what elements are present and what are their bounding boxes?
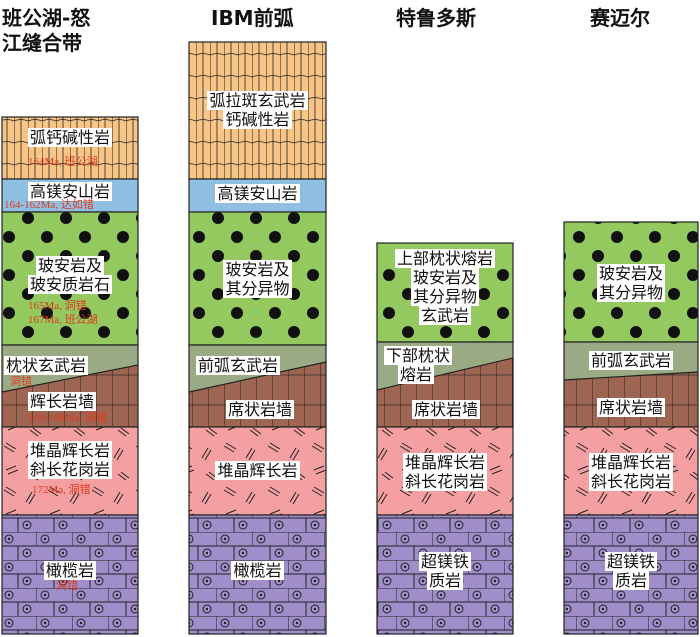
label-boninite: 玻安岩及 其分异物 [564,264,698,302]
label-gabbro: 堆晶辉长岩 斜长花岗岩 [2,441,138,479]
label-dike: 席状岩墙 [226,400,295,419]
label-text: 高镁安山岩 [27,182,112,201]
title-line: IBM前弧 [211,6,294,30]
title-line: 赛迈尔 [590,6,650,30]
label-text: 席状岩墙 [596,398,665,417]
label-text: 席状岩墙 [226,400,295,419]
label-text: 玻安岩及 [596,264,665,283]
label-basalt: 枕状玄武岩 [4,356,89,375]
age-boninite-2: 167Ma, 班公湖 [28,314,98,326]
label-calc-alkaline: 弧拉斑玄武岩 钙碱性岩 [189,91,326,129]
age-gabbro: 172Ma, 洞错 [32,484,91,496]
label-dike: 席状岩墙 [564,398,698,417]
label-text: 熔岩 [398,365,435,384]
age-dike: 169-168Ma, 洞错 [28,412,107,424]
label-text: 玻安质岩石 [27,275,112,294]
label-text: 其分异物 [223,279,292,298]
age-boninite-1: 165Ma, 洞错 [28,300,87,312]
label-text: 堆晶辉长岩 [27,441,112,460]
label-text: 斜长花岗岩 [27,460,112,479]
label-text: 超镁铁 [604,552,657,571]
label-text: 辉长岩墙 [28,392,97,411]
age-calc-alkaline: 164Ma, 班公湖 [28,156,98,168]
contact-line [563,371,699,381]
label-boninite: 玻安岩及 玻安质岩石 [2,256,138,294]
label-text: 玻安岩及 [35,256,104,275]
title-line: 江缝合带 [2,31,82,55]
label-text: 上部枕状熔岩 [394,249,495,268]
label-text: 前弧玄武岩 [196,356,281,375]
column-ibm [188,41,327,635]
label-basalt: 前弧玄武岩 [564,351,698,370]
label-text: 斜长花岗岩 [588,472,673,491]
column-title-troodos: 特鲁多斯 [396,6,476,31]
label-high-mg-andesite: 高镁安山岩 [2,182,138,201]
label-text: 超镁铁 [418,552,471,571]
label-ultramafic: 橄榄岩 [189,561,326,580]
label-text: 席状岩墙 [412,400,481,419]
label-text: 弧拉斑玄武岩 [207,91,308,110]
label-text: 质岩 [426,571,463,590]
label-boninite: 玻安岩及 其分异物 [189,260,326,298]
label-dike: 席状岩墙 [412,400,481,419]
column-bangong [1,116,139,635]
label-text: 钙碱性岩 [223,110,292,129]
label-boninite: 上部枕状熔岩 玻安岩及 其分异物 玄武岩 [377,249,513,325]
label-gabbro: 堆晶辉长岩 [189,461,326,480]
label-text: 堆晶辉长岩 [215,461,300,480]
label-text: 堆晶辉长岩 [588,453,673,472]
label-text: 质岩 [612,571,649,590]
column-title-ibm: IBM前弧 [211,6,294,31]
label-text: 玻安岩及 [223,260,292,279]
label-text: 枕状玄武岩 [4,356,89,375]
contact-line [1,364,139,393]
label-text: 斜长花岗岩 [402,472,487,491]
age-ultramafic: 洞错 [56,580,78,592]
label-basalt: 前弧玄武岩 [196,356,281,375]
label-text: 前弧玄武岩 [588,351,673,370]
label-text: 弧钙碱性岩 [27,128,112,147]
label-calc-alkaline: 弧钙碱性岩 [2,128,138,147]
label-text: 堆晶辉长岩 [402,453,487,472]
label-text: 下部枕状 [384,346,453,365]
label-text: 玄武岩 [418,306,471,325]
label-text: 高镁安山岩 [215,184,300,203]
age-basalt: 洞错 [10,376,32,388]
label-high-mg-andesite: 高镁安山岩 [189,184,326,203]
contact-line [376,357,514,391]
label-gabbro: 堆晶辉长岩 斜长花岗岩 [377,453,513,491]
label-text: 玻安岩及 [410,268,479,287]
column-title-bangong: 班公湖-怒 江缝合带 [2,6,90,56]
contact-line [188,361,327,393]
column-title-semail: 赛迈尔 [590,6,650,31]
layer-calc-alkaline [1,116,139,180]
label-text: 其分异物 [410,287,479,306]
label-gabbro: 堆晶辉长岩 斜长花岗岩 [564,453,698,491]
label-ultramafic: 超镁铁 质岩 [564,552,698,590]
label-ultramafic: 超镁铁 质岩 [377,552,513,590]
title-line: 特鲁多斯 [396,6,476,30]
title-line: 班公湖-怒 [2,6,91,30]
label-basalt: 下部枕状 熔岩 [384,346,453,384]
label-ultramafic: 橄榄岩 [2,561,138,580]
label-text: 橄榄岩 [43,561,96,580]
label-text: 其分异物 [596,283,665,302]
label-text: 橄榄岩 [231,561,284,580]
label-dike: 辉长岩墙 [28,392,97,411]
age-high-mg-andesite: 164-162Ma, 达如错 [4,199,94,211]
